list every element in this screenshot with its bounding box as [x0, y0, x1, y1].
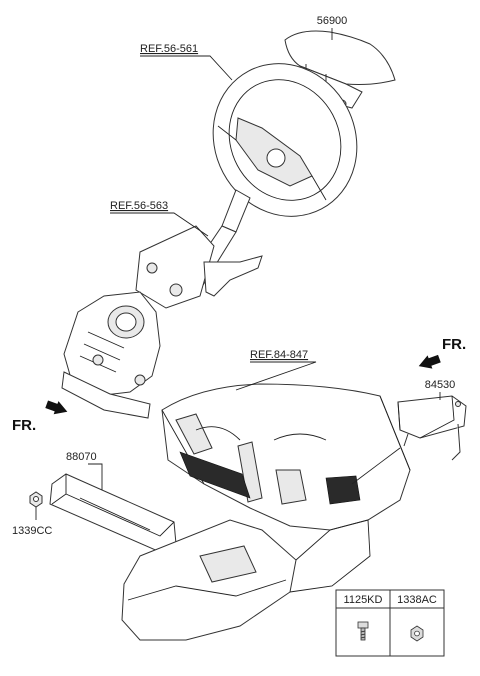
fastener-header-1338AC: 1338AC [397, 594, 437, 606]
part-number-1339CC: 1339CC [12, 525, 52, 537]
arrow-front-right-icon [418, 354, 441, 369]
part-number-88070: 88070 [66, 451, 97, 463]
fr-direction-label-right: FR. [442, 336, 466, 353]
steering-motor-assembly [61, 291, 161, 419]
ref-steering-wheel: REF.56-561 [140, 43, 198, 55]
part-number-56900: 56900 [317, 15, 348, 27]
leader-lines [35, 28, 441, 520]
fastener-table: 1125KD 1338AC [335, 589, 445, 657]
arrow-front-left-icon [45, 400, 68, 415]
passenger-airbag-module [397, 395, 467, 461]
fastener-header-1125KD: 1125KD [344, 594, 383, 606]
ref-steering-column: REF.56-563 [110, 200, 168, 212]
part-number-84530: 84530 [425, 379, 456, 391]
nut-icon [29, 491, 43, 508]
ref-crash-pad: REF.84-847 [250, 349, 308, 361]
nut-icon [410, 625, 424, 642]
steering-wheel [212, 63, 358, 217]
knee-airbag-module [49, 473, 177, 553]
crash-pad-assembly [121, 383, 411, 641]
fr-direction-label-left: FR. [12, 417, 36, 434]
bolt-icon [357, 621, 369, 641]
steering-column [135, 189, 263, 309]
